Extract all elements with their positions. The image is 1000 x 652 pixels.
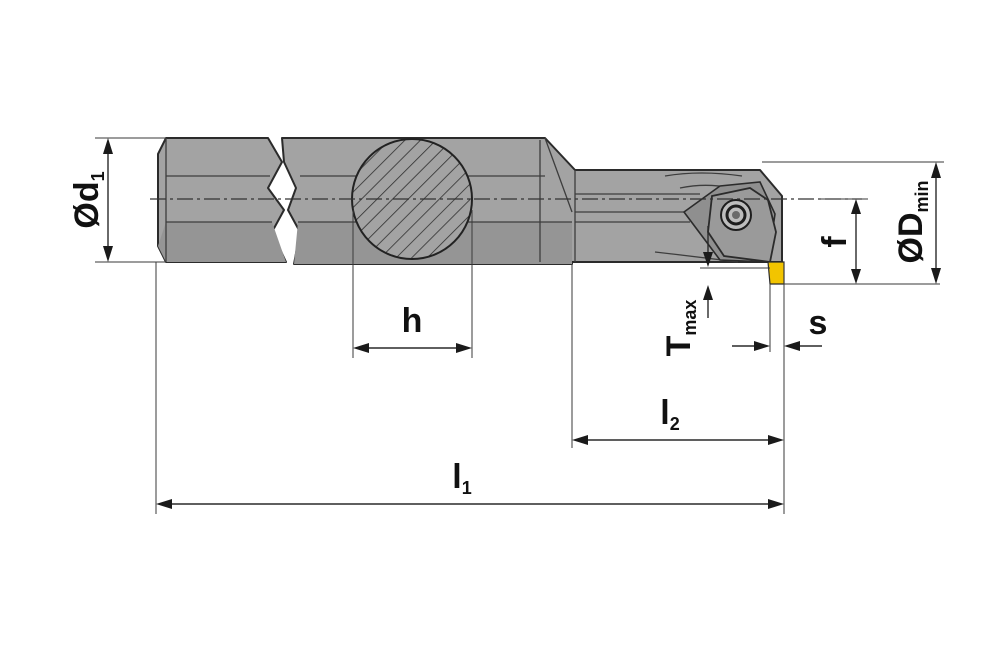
label-d-min: ØDmin: [892, 180, 932, 263]
label-h: h: [402, 302, 423, 340]
tool-body: [157, 137, 785, 285]
dimension-lines: [95, 137, 944, 514]
label-s: s: [809, 304, 828, 342]
label-l1: l1: [452, 458, 471, 498]
shank-flat: [158, 222, 286, 262]
label-d1: Ød1: [68, 171, 108, 228]
insert-tip: [767, 261, 785, 285]
label-l2: l2: [660, 394, 679, 434]
label-t-max: Tmax: [660, 300, 700, 357]
label-f: f: [816, 236, 854, 248]
